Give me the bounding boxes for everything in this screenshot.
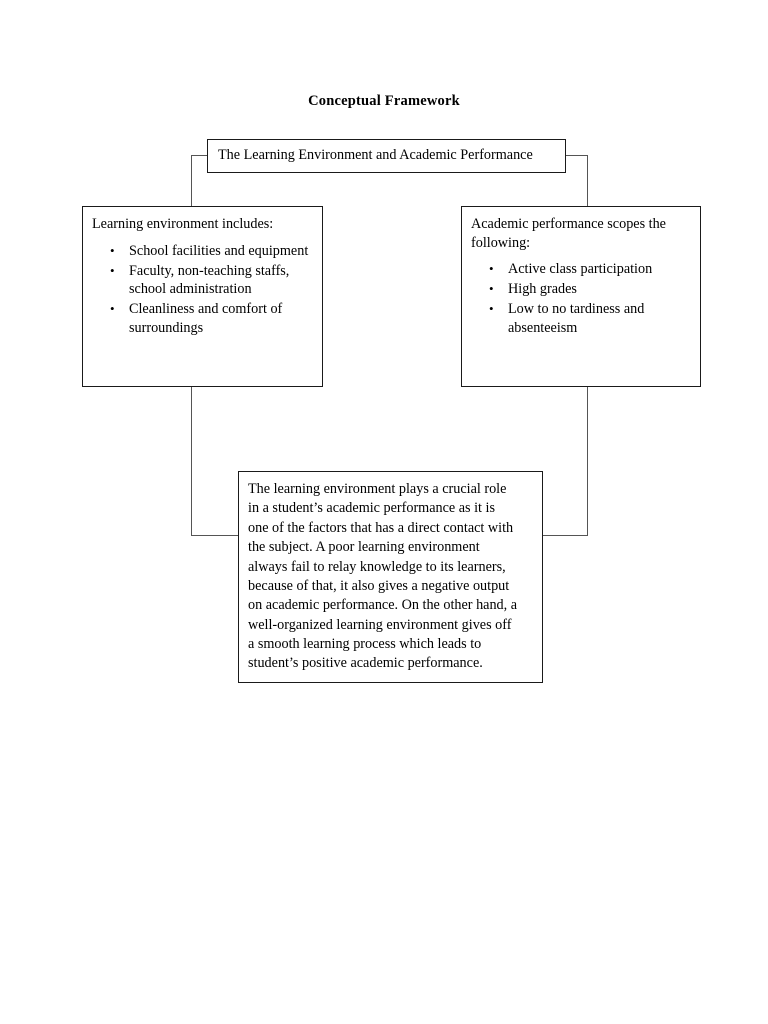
right-box-heading: Academic performance scopes the followin… (471, 216, 666, 251)
paragraph-line: on academic performance. On the other ha… (248, 597, 518, 614)
connector-top-to-left-horizontal (191, 155, 208, 157)
connector-top-to-right-vertical (587, 155, 589, 207)
paragraph-line: The learning environment plays a crucial… (248, 481, 507, 497)
connector-left-to-bottom-vertical (191, 386, 193, 536)
paragraph-line: always fail to relay knowledge to its le… (248, 558, 506, 575)
top-box-heading: The Learning Environment and Academic Pe… (218, 147, 533, 163)
connector-top-to-right-horizontal (565, 155, 588, 157)
list-item: Active class participation (489, 260, 694, 279)
page-title: Conceptual Framework (308, 93, 460, 109)
list-item: Low to no tardiness and absenteeism (489, 300, 694, 338)
paragraph-line: a smooth learning process which leads to (248, 636, 482, 652)
paragraph-line: one of the factors that has a direct con… (248, 519, 514, 536)
connector-left-to-bottom-horizontal (191, 535, 239, 537)
framework-box-left: Learning environment includes: School fa… (82, 206, 323, 387)
framework-box-right: Academic performance scopes the followin… (461, 206, 701, 387)
paragraph-line: the subject. A poor learning environment (248, 539, 480, 556)
paragraph-line: in a student’s academic performance as i… (248, 500, 496, 517)
list-item: High grades (489, 280, 694, 299)
paragraph-line: because of that, it also gives a negativ… (248, 577, 510, 594)
left-box-heading: Learning environment includes: (92, 216, 274, 232)
list-item: School facilities and equipment (110, 242, 316, 261)
list-item: Faculty, non-teaching staffs, school adm… (110, 262, 316, 300)
list-item: Cleanliness and comfort of surroundings (110, 300, 316, 338)
paragraph-line: student’s positive academic performance. (248, 655, 483, 672)
bottom-box-paragraph: The learning environment plays a crucial… (239, 472, 542, 674)
framework-box-bottom: The learning environment plays a crucial… (238, 471, 543, 683)
framework-box-top: The Learning Environment and Academic Pe… (207, 139, 566, 173)
connector-top-to-left-vertical (191, 155, 193, 207)
left-box-list: School facilities and equipment Faculty,… (83, 242, 322, 338)
connector-right-to-bottom-horizontal (542, 535, 588, 537)
right-box-list: Active class participation High grades L… (462, 260, 700, 338)
connector-right-to-bottom-vertical (587, 386, 589, 536)
paragraph-line: well-organized learning environment give… (248, 616, 512, 633)
